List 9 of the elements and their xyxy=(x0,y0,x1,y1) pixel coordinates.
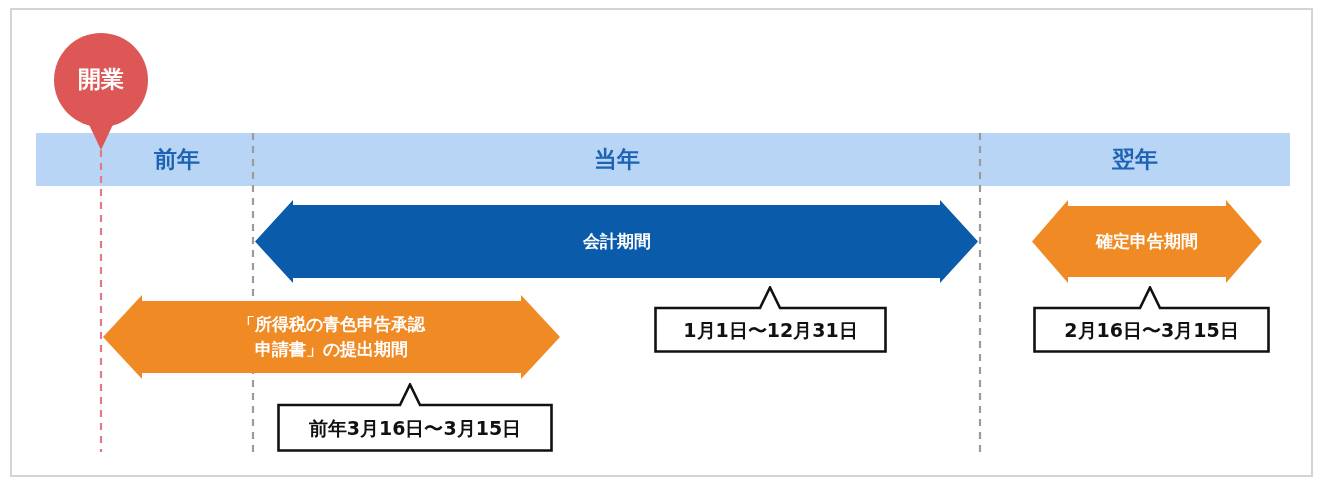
date-range-callout: 1月1日〜12月31日 xyxy=(654,286,887,353)
period-label: 「所得税の青色申告承認申請書」の提出期間 xyxy=(237,312,427,361)
year-band: 前年 xyxy=(36,133,253,186)
year-band: 当年 xyxy=(253,133,980,186)
period-label: 確定申告期間 xyxy=(1096,229,1198,253)
date-range-callout: 2月16日〜3月15日 xyxy=(1033,286,1270,353)
date-range-callout: 前年3月16日〜3月15日 xyxy=(277,383,553,452)
year-band: 翌年 xyxy=(980,133,1290,186)
period-label: 会計期間 xyxy=(582,229,651,253)
